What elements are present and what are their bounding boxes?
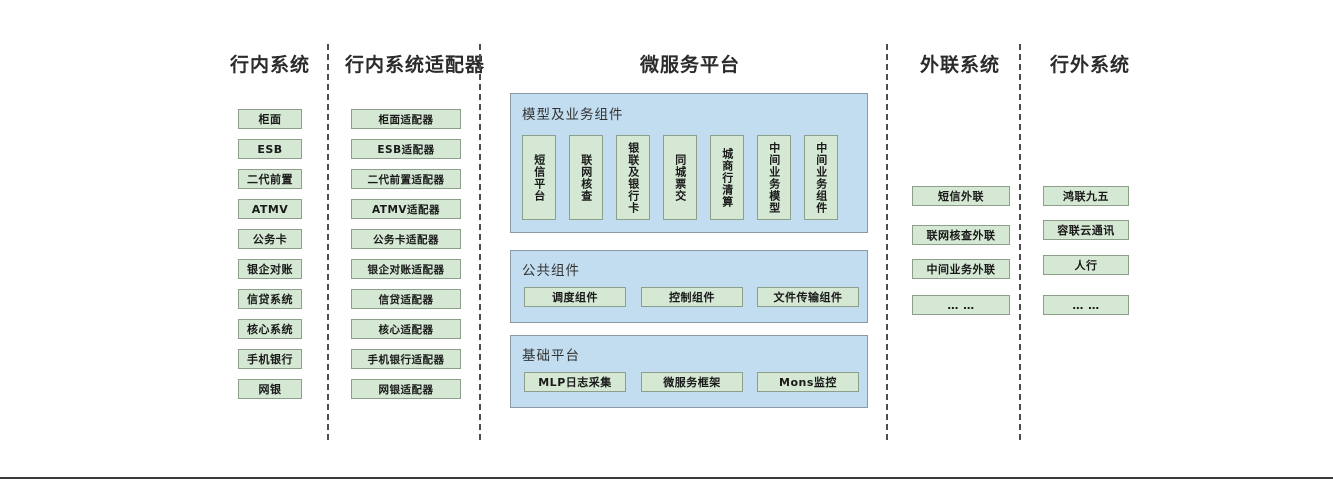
- node-model-4[interactable]: 同城票交: [663, 135, 697, 220]
- node-adapter-8[interactable]: 核心适配器: [351, 319, 461, 339]
- separator-4: [1019, 44, 1021, 440]
- node-liaison-2[interactable]: 联网核查外联: [912, 225, 1010, 245]
- node-outside-4[interactable]: … …: [1043, 295, 1129, 315]
- panel-title-public-components: 公共组件: [522, 263, 580, 279]
- node-model-6[interactable]: 中间业务模型: [757, 135, 791, 220]
- column-title-internal-systems: 行内系统: [229, 54, 310, 76]
- node-outside-1[interactable]: 鸿联九五: [1043, 186, 1129, 206]
- node-outside-2[interactable]: 容联云通讯: [1043, 220, 1129, 240]
- panel-public-components: [510, 250, 868, 323]
- node-adapter-5[interactable]: 公务卡适配器: [351, 229, 461, 249]
- node-internal-9[interactable]: 手机银行: [238, 349, 302, 369]
- column-title-external-liaison-systems: 外联系统: [919, 54, 1000, 76]
- panel-title-model-business-components: 模型及业务组件: [522, 107, 624, 123]
- node-internal-2[interactable]: ESB: [238, 139, 302, 159]
- node-adapter-7[interactable]: 信贷适配器: [351, 289, 461, 309]
- node-adapter-1[interactable]: 柜面适配器: [351, 109, 461, 129]
- panel-basic-platform: [510, 335, 868, 408]
- separator-1: [327, 44, 329, 440]
- node-model-5[interactable]: 城商行清算: [710, 135, 744, 220]
- node-adapter-10[interactable]: 网银适配器: [351, 379, 461, 399]
- node-internal-7[interactable]: 信贷系统: [238, 289, 302, 309]
- node-basic-2[interactable]: 微服务框架: [641, 372, 743, 392]
- node-liaison-3[interactable]: 中间业务外联: [912, 259, 1010, 279]
- node-public-3[interactable]: 文件传输组件: [757, 287, 859, 307]
- node-liaison-4[interactable]: … …: [912, 295, 1010, 315]
- node-model-3[interactable]: 银联及银行卡: [616, 135, 650, 220]
- node-adapter-6[interactable]: 银企对账适配器: [351, 259, 461, 279]
- node-liaison-1[interactable]: 短信外联: [912, 186, 1010, 206]
- node-model-7[interactable]: 中间业务组件: [804, 135, 838, 220]
- node-adapter-2[interactable]: ESB适配器: [351, 139, 461, 159]
- node-basic-1[interactable]: MLP日志采集: [524, 372, 626, 392]
- column-title-outside-bank-systems: 行外系统: [1049, 54, 1130, 76]
- separator-2: [479, 44, 481, 440]
- node-adapter-3[interactable]: 二代前置适配器: [351, 169, 461, 189]
- panel-title-basic-platform: 基础平台: [522, 348, 580, 364]
- node-outside-3[interactable]: 人行: [1043, 255, 1129, 275]
- node-internal-1[interactable]: 柜面: [238, 109, 302, 129]
- node-model-1[interactable]: 短信平台: [522, 135, 556, 220]
- node-internal-8[interactable]: 核心系统: [238, 319, 302, 339]
- node-internal-6[interactable]: 银企对账: [238, 259, 302, 279]
- node-basic-3[interactable]: Mons监控: [757, 372, 859, 392]
- node-model-2[interactable]: 联网核查: [569, 135, 603, 220]
- node-internal-4[interactable]: ATMV: [238, 199, 302, 219]
- column-title-internal-system-adapters: 行内系统适配器: [344, 54, 485, 76]
- column-title-microservice-platform: 微服务平台: [639, 54, 740, 76]
- node-public-2[interactable]: 控制组件: [641, 287, 743, 307]
- node-internal-10[interactable]: 网银: [238, 379, 302, 399]
- node-adapter-9[interactable]: 手机银行适配器: [351, 349, 461, 369]
- node-adapter-4[interactable]: ATMV适配器: [351, 199, 461, 219]
- bottom-divider: [0, 477, 1333, 479]
- separator-3: [886, 44, 888, 440]
- node-public-1[interactable]: 调度组件: [524, 287, 626, 307]
- node-internal-3[interactable]: 二代前置: [238, 169, 302, 189]
- node-internal-5[interactable]: 公务卡: [238, 229, 302, 249]
